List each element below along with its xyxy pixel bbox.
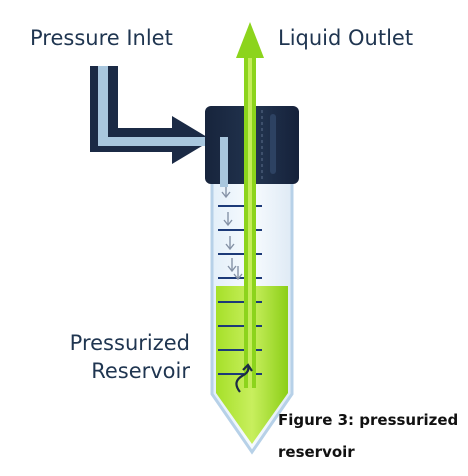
caption-line1: Figure 3: pressurized [278, 411, 459, 429]
liquid-outlet-label: Liquid Outlet [278, 26, 414, 50]
caption-line2: reservoir [278, 443, 355, 461]
reservoir-label-line2: Reservoir [91, 359, 190, 383]
inlet-tube-outer [90, 66, 212, 164]
cap-highlight [270, 114, 276, 174]
arrow-up-icon [236, 22, 264, 58]
pressure-inlet-label: Pressure Inlet [30, 26, 173, 50]
pressurized-reservoir-label: Pressurized Reservoir [70, 329, 190, 385]
figure-caption: Figure 3: pressurized reservoir [278, 404, 458, 468]
arrow-down-icon [227, 258, 237, 273]
arrow-down-icon [225, 236, 235, 251]
outlet-straw-highlight [248, 58, 252, 388]
arrow-down-icon [233, 266, 243, 281]
curved-arrow-up-icon [235, 363, 253, 393]
inlet-channel-in-cap [220, 137, 228, 187]
arrow-down-icon [223, 212, 233, 227]
reservoir-label-line1: Pressurized [69, 331, 190, 355]
outlet-straw-in-cap-highlight [248, 106, 252, 184]
